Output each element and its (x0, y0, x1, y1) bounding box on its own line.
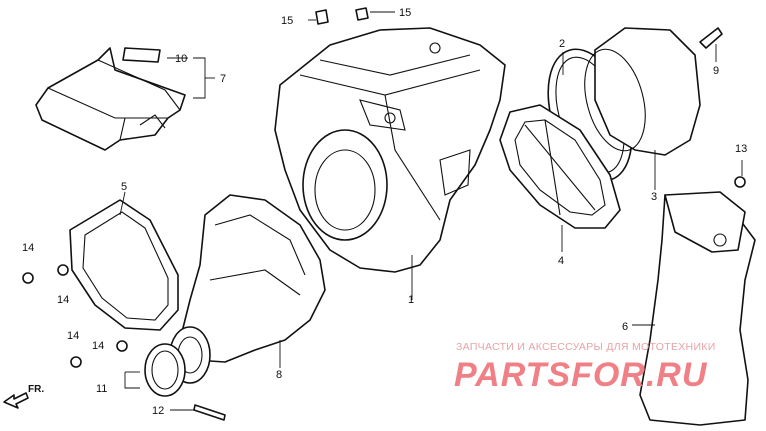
watermark: ЗАПЧАСТИ И АКСЕССУАРЫ ДЛЯ МОТОТЕХНИКИ PA… (454, 341, 716, 394)
callout-14-b: 14 (57, 294, 69, 306)
callout-4: 4 (558, 255, 564, 267)
callout-8: 8 (276, 369, 282, 381)
callout-numbers: 1 2 3 4 5 6 7 8 9 10 11 12 13 14 14 14 1… (22, 7, 747, 417)
callout-15-b: 15 (399, 7, 411, 19)
connecting-tube (169, 194, 326, 384)
element-holder-frame (499, 104, 621, 229)
callout-14-a: 14 (22, 242, 34, 254)
callout-1: 1 (408, 294, 414, 306)
leader-lines (119, 11, 743, 411)
callout-10: 10 (175, 53, 187, 65)
callout-2: 2 (559, 38, 565, 50)
tube-band (144, 343, 186, 397)
front-direction-label: FR. (28, 384, 44, 395)
callout-7: 7 (220, 73, 226, 85)
air-guide-plate (35, 47, 186, 151)
watermark-brand: PARTSFOR.RU (454, 356, 708, 394)
callout-9: 9 (713, 65, 719, 77)
callout-14-d: 14 (67, 330, 79, 342)
air-cleaner-cover (639, 191, 756, 426)
air-cleaner-element (584, 27, 701, 156)
front-direction-marker: FR. (3, 384, 44, 409)
callout-15-a: 15 (281, 15, 293, 27)
watermark-tagline: ЗАПЧАСТИ И АКСЕССУАРЫ ДЛЯ МОТОТЕХНИКИ (456, 341, 716, 353)
band-screw (193, 404, 226, 421)
case-gasket (69, 199, 179, 331)
callout-11: 11 (96, 383, 107, 395)
callout-5: 5 (121, 181, 127, 193)
callout-14-c: 14 (92, 340, 104, 352)
callout-12: 12 (152, 405, 164, 417)
hardware (22, 7, 746, 368)
label-sticker (122, 47, 161, 63)
callout-13: 13 (735, 143, 747, 155)
callout-3: 3 (651, 191, 657, 203)
air-cleaner-case (274, 27, 506, 273)
callout-6: 6 (622, 321, 628, 333)
